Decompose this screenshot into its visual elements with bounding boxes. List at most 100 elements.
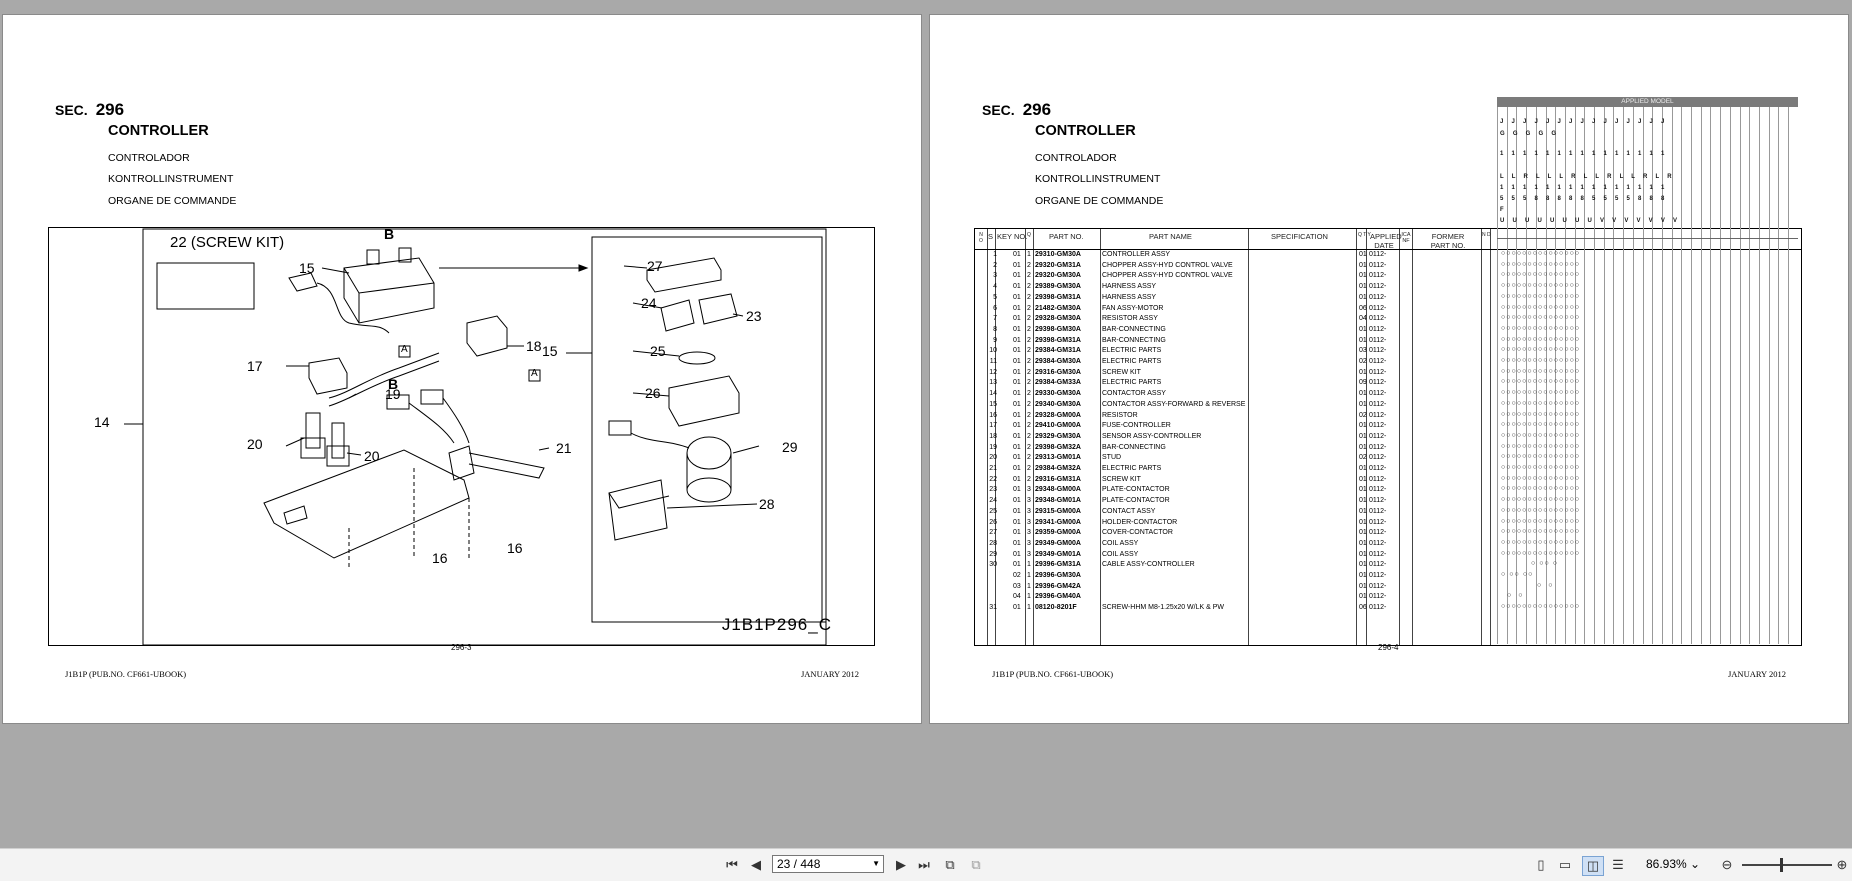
cell-s: 01: [1013, 432, 1021, 440]
model-applicability-marks: ○○○○○○○○○○○○○○○: [1501, 517, 1581, 525]
page-left: SEC.296 CONTROLLER CONTROLADOR KONTROLLI…: [2, 14, 922, 724]
cell-applied-date: 0112-: [1369, 475, 1387, 483]
cell-qty: 06: [1359, 304, 1367, 312]
cell-s: 01: [1013, 261, 1021, 269]
model-applicability-marks: ○○○○○○○○○○○○○○○: [1501, 314, 1581, 322]
callout-a-1: A: [401, 344, 408, 355]
model-grid-line: [1497, 107, 1498, 644]
cell-s: 03: [1013, 582, 1021, 590]
zoom-value: 86.93%: [1646, 857, 1687, 871]
zoom-slider-thumb[interactable]: [1780, 858, 1783, 872]
cell-no: 2: [993, 261, 997, 269]
prev-page-icon[interactable]: ◀: [751, 857, 761, 872]
col-q: Q: [1027, 232, 1031, 238]
cell-part-no: 29315-GM00A: [1035, 507, 1081, 515]
cell-qty: 01: [1359, 336, 1367, 344]
callout-15-inset: 15: [542, 343, 558, 359]
zoom-out-icon[interactable]: ⊖: [1721, 857, 1733, 872]
cell-part-name: COIL ASSY: [1102, 550, 1139, 558]
cell-part-no: 29341-GM00A: [1035, 518, 1081, 526]
model-applicability-marks: ○○○○○○○○○○○○○○○: [1501, 292, 1581, 300]
cell-part-name: SCREW-HHM M8-1.25x20 W/LK & PW: [1102, 604, 1225, 612]
zoom-level[interactable]: 86.93% ⌄: [1646, 857, 1701, 871]
model-applicability-marks: ○○○○○○○○○○○○○○○: [1501, 453, 1581, 461]
cell-s: 01: [1013, 497, 1021, 505]
single-page-icon[interactable]: ▯: [1537, 857, 1545, 872]
cell-part-no: 29340-GM30A: [1035, 400, 1081, 408]
model-grid-line: [1642, 107, 1644, 644]
cell-s: 01: [1013, 454, 1021, 462]
callout-18: 18: [526, 338, 542, 354]
cell-qty: 01: [1359, 561, 1367, 569]
cell-no: 11: [989, 358, 997, 365]
zoom-slider[interactable]: [1742, 858, 1832, 872]
cell-no: 25: [989, 507, 997, 515]
scroll-mode-icon[interactable]: ☰: [1612, 857, 1624, 872]
model-grid-line: [1720, 107, 1722, 644]
model-grid-line: [1749, 107, 1751, 644]
page-number-input[interactable]: 23 / 448 ▼: [772, 855, 884, 873]
cell-applied-date: 0112-: [1369, 400, 1387, 408]
zoom-in-icon[interactable]: ⊕: [1836, 857, 1848, 872]
cell-part-no: 29396-GM31A: [1035, 561, 1081, 569]
chevron-down-icon[interactable]: ▼: [872, 859, 880, 868]
cell-part-name: BAR-CONNECTING: [1102, 325, 1166, 333]
cell-qty: 01: [1359, 593, 1367, 601]
cell-no: 14: [989, 390, 997, 398]
first-page-icon[interactable]: ⏮: [726, 857, 738, 872]
callout-23: 23: [746, 308, 762, 324]
cell-applied-date: 0112-: [1369, 507, 1387, 515]
next-page-icon[interactable]: ▶: [896, 857, 906, 872]
fit-page-icon[interactable]: ⧉: [945, 857, 955, 872]
cell-qty: 01: [1359, 368, 1367, 376]
last-page-icon[interactable]: ⏭: [918, 857, 930, 872]
rotate-icon[interactable]: ⧉: [971, 857, 981, 872]
two-page-icon[interactable]: ◫: [1582, 856, 1604, 876]
model-applicability-marks: ○○○○○○○○○○○○○○○: [1501, 431, 1581, 439]
continuous-icon[interactable]: ▭: [1558, 857, 1572, 872]
cell-no: 20: [989, 454, 997, 462]
cell-part-no: 29349-GM00A: [1035, 539, 1081, 547]
cell-no: 23: [989, 486, 997, 494]
applied-model-header: APPLIED MODEL: [1497, 97, 1798, 107]
callout-16b: 16: [507, 540, 523, 556]
cell-part-no: 29359-GM00A: [1035, 529, 1081, 537]
cell-no: 8: [993, 325, 997, 333]
cell-no: 26: [989, 518, 997, 526]
cell-no: 5: [993, 293, 997, 301]
